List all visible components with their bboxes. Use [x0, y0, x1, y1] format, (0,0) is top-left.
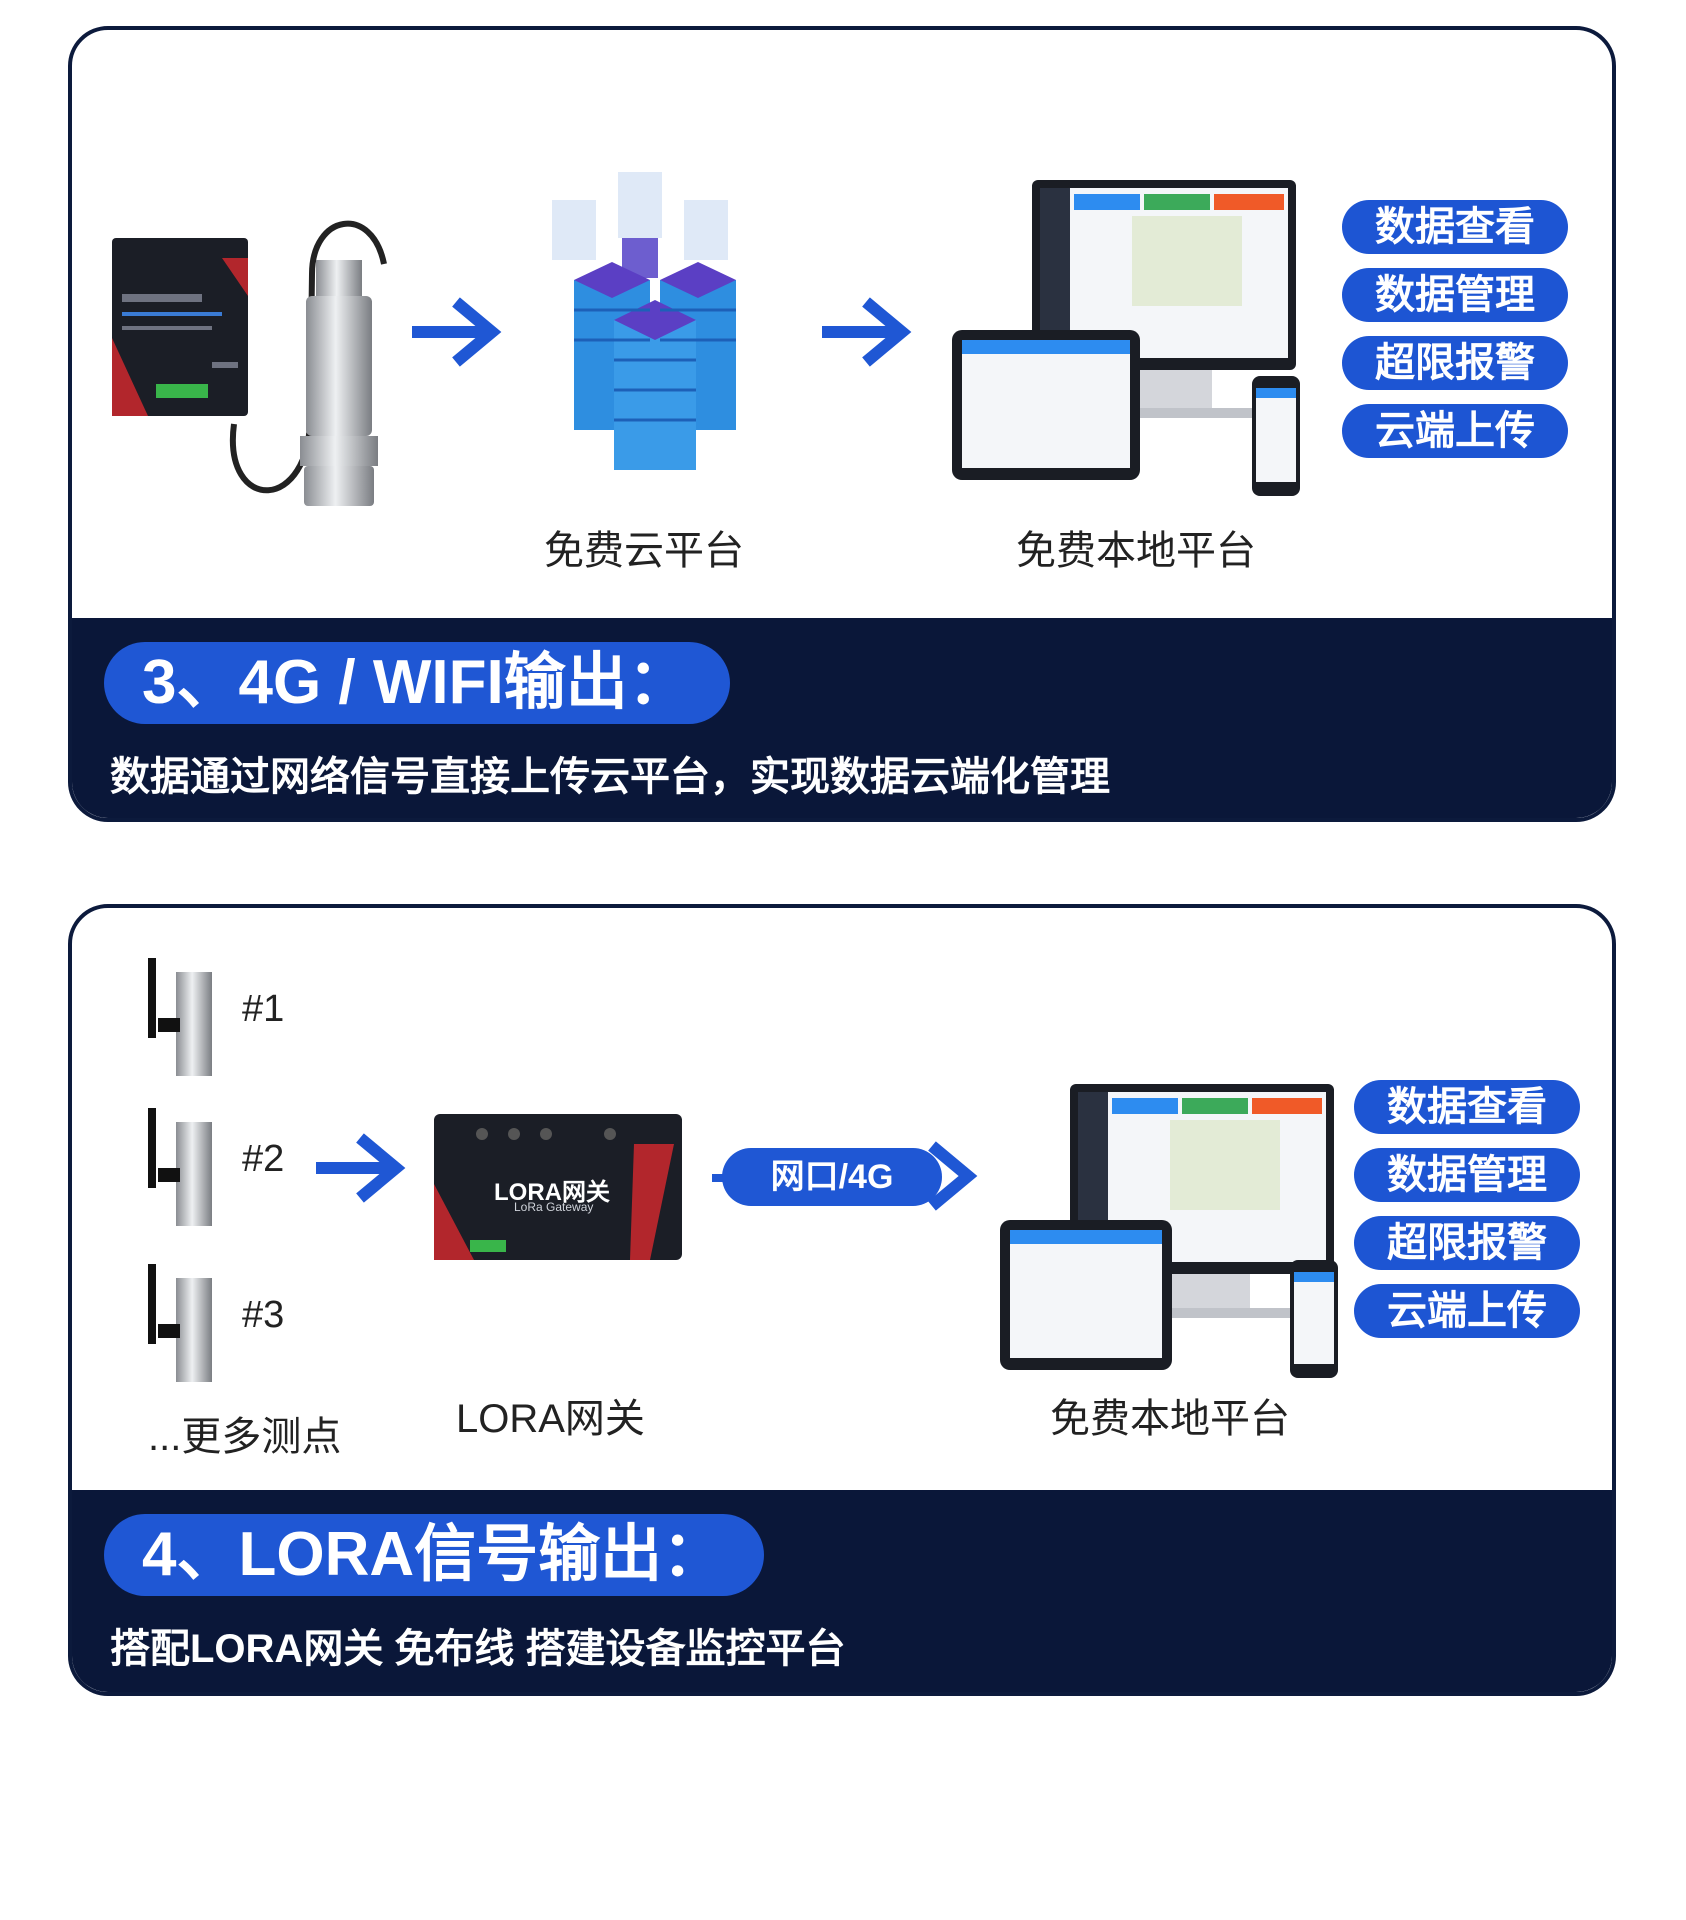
arrow-right-icon	[822, 297, 912, 367]
wifi-output-card: 免费云平台 免费本地平台 数据查看 数据管理 超限报警 云端上传	[68, 26, 1616, 822]
section-description: 数据通过网络信号直接上传云平台，实现数据云端化管理	[110, 755, 1110, 799]
local-platform-caption: 免费本地平台	[1016, 529, 1256, 573]
feature-data-management: 数据管理	[1354, 1148, 1580, 1202]
monitor-tablet-phone-illustration	[952, 180, 1300, 496]
cloud-platform-caption: 免费云平台	[544, 529, 744, 573]
local-platform-caption: 免费本地平台	[1050, 1397, 1290, 1441]
wireless-sensor-icon	[148, 958, 212, 1076]
card-footer: 3、4G / WIFI输出： 数据通过网络信号直接上传云平台，实现数据云端化管理	[72, 618, 1612, 818]
sensor-label: #2	[242, 1138, 285, 1180]
arrow-right-icon	[316, 1133, 406, 1203]
local-platform-devices	[952, 180, 1302, 510]
section-description: 搭配LORA网关 免布线 搭建设备监控平台	[110, 1627, 846, 1671]
network-collector-device	[112, 238, 248, 416]
gateway-illustration	[434, 1128, 674, 1260]
more-points-label: ...更多测点	[148, 1415, 342, 1459]
feature-data-management: 数据管理	[1342, 268, 1568, 322]
monitor-tablet-phone-illustration	[1000, 1084, 1338, 1378]
pressure-sensor-icon	[300, 260, 378, 506]
feature-data-view: 数据查看	[1354, 1080, 1580, 1134]
arrow-right-icon	[412, 297, 502, 367]
feature-list: 数据查看 数据管理 超限报警 云端上传	[1342, 200, 1568, 472]
wireless-sensor-icon	[148, 1264, 212, 1382]
gateway-caption: LORA网关	[456, 1397, 645, 1441]
wireless-sensor-icon	[148, 1108, 212, 1226]
gateway-device-sublabel: LoRa Gateway	[514, 1200, 594, 1214]
feature-cloud-upload: 云端上传	[1354, 1284, 1580, 1338]
collector-illustration	[112, 258, 248, 416]
feature-list: 数据查看 数据管理 超限报警 云端上传	[1354, 1080, 1580, 1352]
gateway-device-label: LORA网关	[494, 1179, 610, 1206]
section-title: 4、LORA信号输出：	[104, 1514, 765, 1596]
link-label: 网口/4G	[722, 1148, 942, 1206]
lora-gateway-device: LORA网关 LoRa Gateway	[434, 1114, 682, 1260]
feature-data-view: 数据查看	[1342, 200, 1568, 254]
card-footer: 4、LORA信号输出： 搭配LORA网关 免布线 搭建设备监控平台	[72, 1490, 1612, 1692]
section-title: 3、4G / WIFI输出：	[104, 642, 730, 724]
sensor-label: #3	[242, 1294, 285, 1336]
feature-limit-alarm: 超限报警	[1354, 1216, 1580, 1270]
local-platform-devices	[1000, 1084, 1350, 1384]
lora-output-card: #1 #2 #3 ...更多测点 LORA网关 LoRa Gateway LOR…	[68, 904, 1616, 1696]
arrow-right-icon	[928, 1141, 978, 1211]
feature-cloud-upload: 云端上传	[1342, 404, 1568, 458]
sensor-label: #1	[242, 988, 285, 1030]
feature-limit-alarm: 超限报警	[1342, 336, 1568, 390]
cloud-server-icon	[552, 172, 736, 470]
